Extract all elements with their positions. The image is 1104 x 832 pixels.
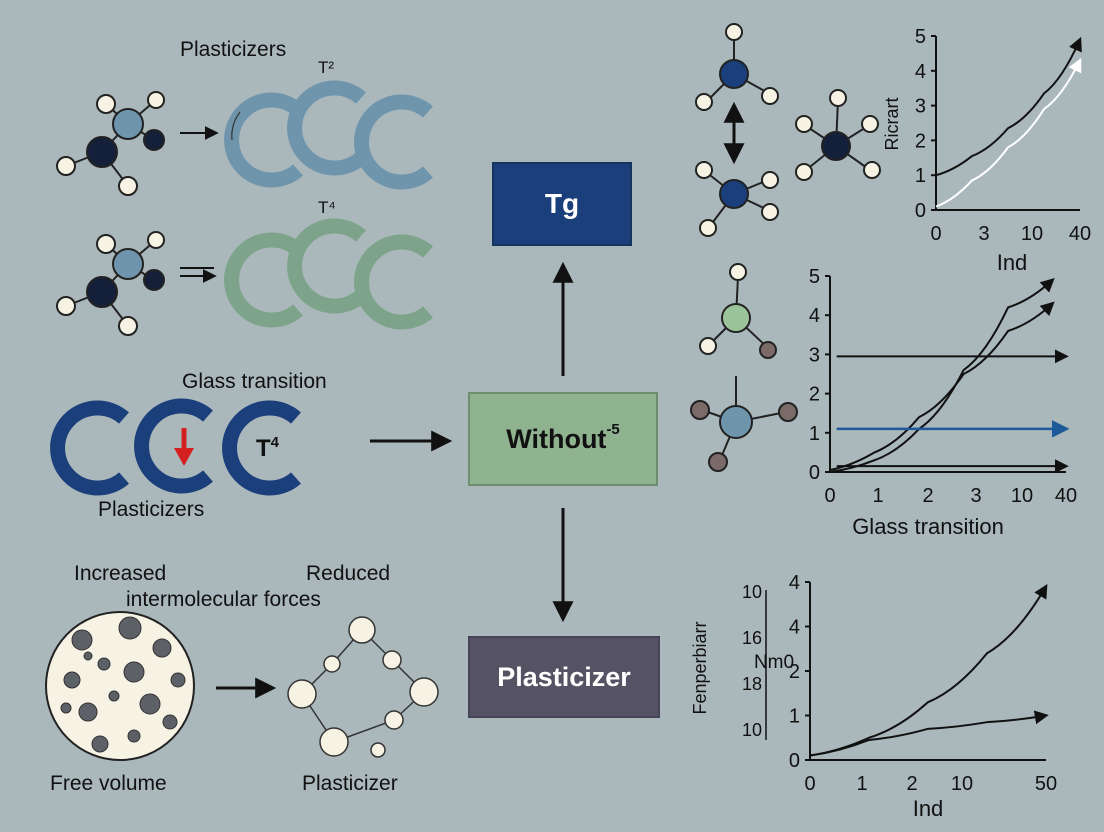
x-axis-label: Ind [997,250,1028,275]
series-line-1 [829,301,1055,472]
y-tick-label: 4 [789,617,800,639]
x-tick-label: 40 [1069,223,1091,245]
label-free-volume: Free volume [50,772,167,795]
x-tick-label: 3 [978,223,989,245]
label-reduced: Reduced [306,562,391,585]
red-down-arrow [174,428,194,466]
y-tick-label: 3 [809,344,820,366]
x-tick-label: 50 [1035,773,1057,795]
y-tick-label: 1 [809,423,820,445]
molecule-right-top-c [795,89,881,181]
label-t4: T⁴ [318,198,336,217]
molecule-1 [56,91,165,196]
without-text: Without [506,423,607,454]
label-plasticizer-bottom: Plasticizer [302,772,398,795]
y-axis-label-2: Nm0 [754,652,794,673]
x-tick-label: 3 [970,485,981,507]
x-axis-label: Ind [913,796,944,821]
y-tick-label: 0 [789,750,800,772]
free-volume-circle [45,611,195,761]
x-tick-label: 0 [804,773,815,795]
x-tick-label: 10 [1011,485,1033,507]
label-plasticizers-mid: Plasticizers [98,498,205,521]
x-tick-label: 40 [1055,485,1077,507]
series-line-0 [809,584,1048,757]
molecule-right-top-b [695,161,779,237]
without-sup: -5 [606,420,620,438]
y-tick-label: 5 [915,26,926,48]
series-line-0 [829,278,1055,473]
y-tick-label: 4 [789,572,800,594]
y-tick-label: 2 [915,130,926,152]
y-tick-label: 4 [915,61,926,83]
y-tick-label: 1 [789,706,800,728]
without-box: Without-5 [468,392,658,486]
molecule-right-mid-b [690,376,798,472]
x-tick-label: 2 [906,773,917,795]
y-tick-label: 4 [809,305,820,327]
left-tick-label: 18 [742,674,762,694]
tg-box: Tg [492,162,632,246]
label-intermolecular-forces: intermolecular forces [126,588,321,611]
x-tick-label: 2 [922,485,933,507]
label-glass-transition: Glass transition [182,370,327,393]
x-tick-label: 1 [856,773,867,795]
y-tick-label: 1 [915,165,926,187]
double-arrow-mol2 [180,267,217,283]
left-tick-label: 10 [742,720,762,740]
y-tick-label: 3 [915,96,926,118]
label-chain-t: T4 [256,434,279,463]
left-tick-label: 16 [742,628,762,648]
x-tick-label: 0 [824,485,835,507]
y-tick-label: 0 [915,200,926,222]
left-tick-label: 10 [742,582,762,602]
y-tick-label: 2 [789,661,800,683]
label-t2: T² [318,58,335,77]
green-ring-chain [232,226,428,322]
x-axis-label: Glass transition [852,514,1004,539]
molecule-2 [56,231,165,336]
x-tick-label: 0 [930,223,941,245]
label-plasticizers-top: Plasticizers [180,38,287,61]
label-increased: Increased [74,562,167,585]
y-tick-label: 0 [809,462,820,484]
y-tick-label: 5 [809,266,820,288]
plasticizer-network [287,616,439,758]
y-tick-label: 2 [809,384,820,406]
x-tick-label: 1 [872,485,883,507]
x-tick-label: 10 [1021,223,1043,245]
molecule-right-top-a [695,23,779,111]
series-line-0 [935,36,1082,177]
chain-t-sup: 4 [270,434,280,451]
y-axis-label: Ricrart [882,98,902,151]
series-line-1 [935,57,1082,208]
series-line-1 [809,710,1049,757]
y-axis-label: Fenperbiarr [690,621,710,714]
molecule-right-mid-a [699,263,777,359]
plasticizer-box: Plasticizer [468,636,660,718]
chain-t-text: T [256,435,271,462]
blue-ring-chain [232,88,428,182]
x-tick-label: 10 [951,773,973,795]
